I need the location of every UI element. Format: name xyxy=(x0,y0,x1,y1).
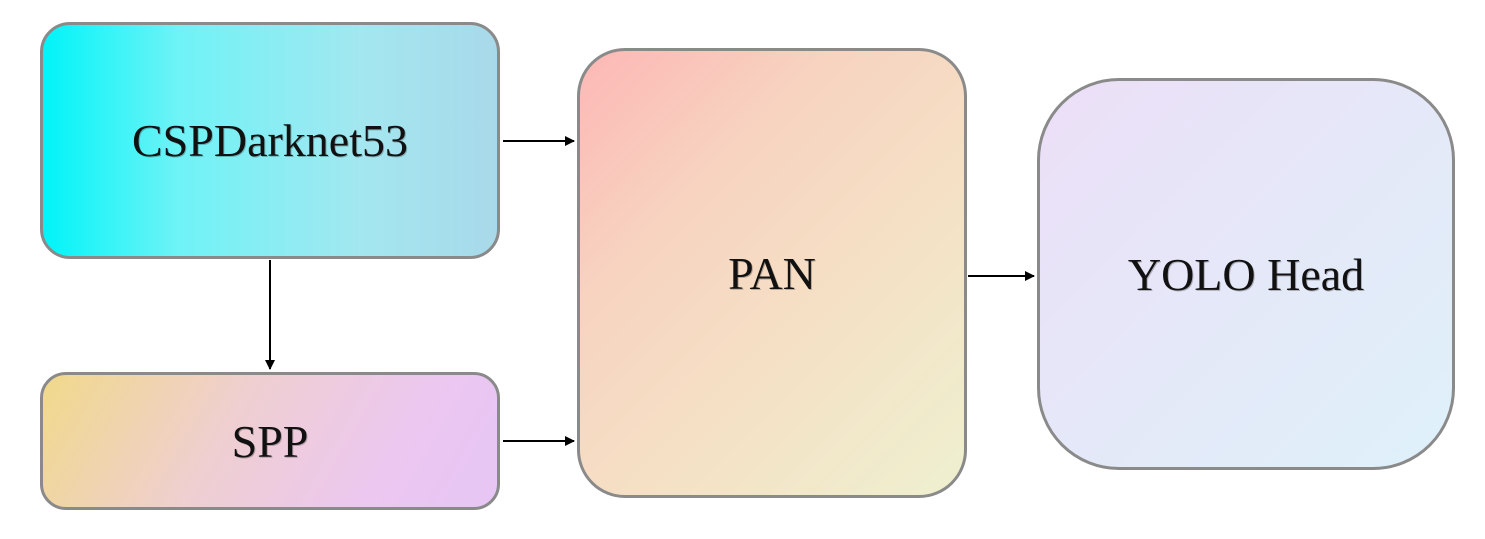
cspdarknet53-label: CSPDarknet53 xyxy=(132,115,408,166)
spp-node: SPP xyxy=(40,372,500,510)
pan-node: PAN xyxy=(577,48,967,498)
yolo-head-node: YOLO Head xyxy=(1037,78,1455,470)
pan-label: PAN xyxy=(728,247,816,299)
cspdarknet53-node: CSPDarknet53 xyxy=(40,22,500,259)
spp-label: SPP xyxy=(231,415,309,467)
yolo-head-label: YOLO Head xyxy=(1127,248,1365,300)
